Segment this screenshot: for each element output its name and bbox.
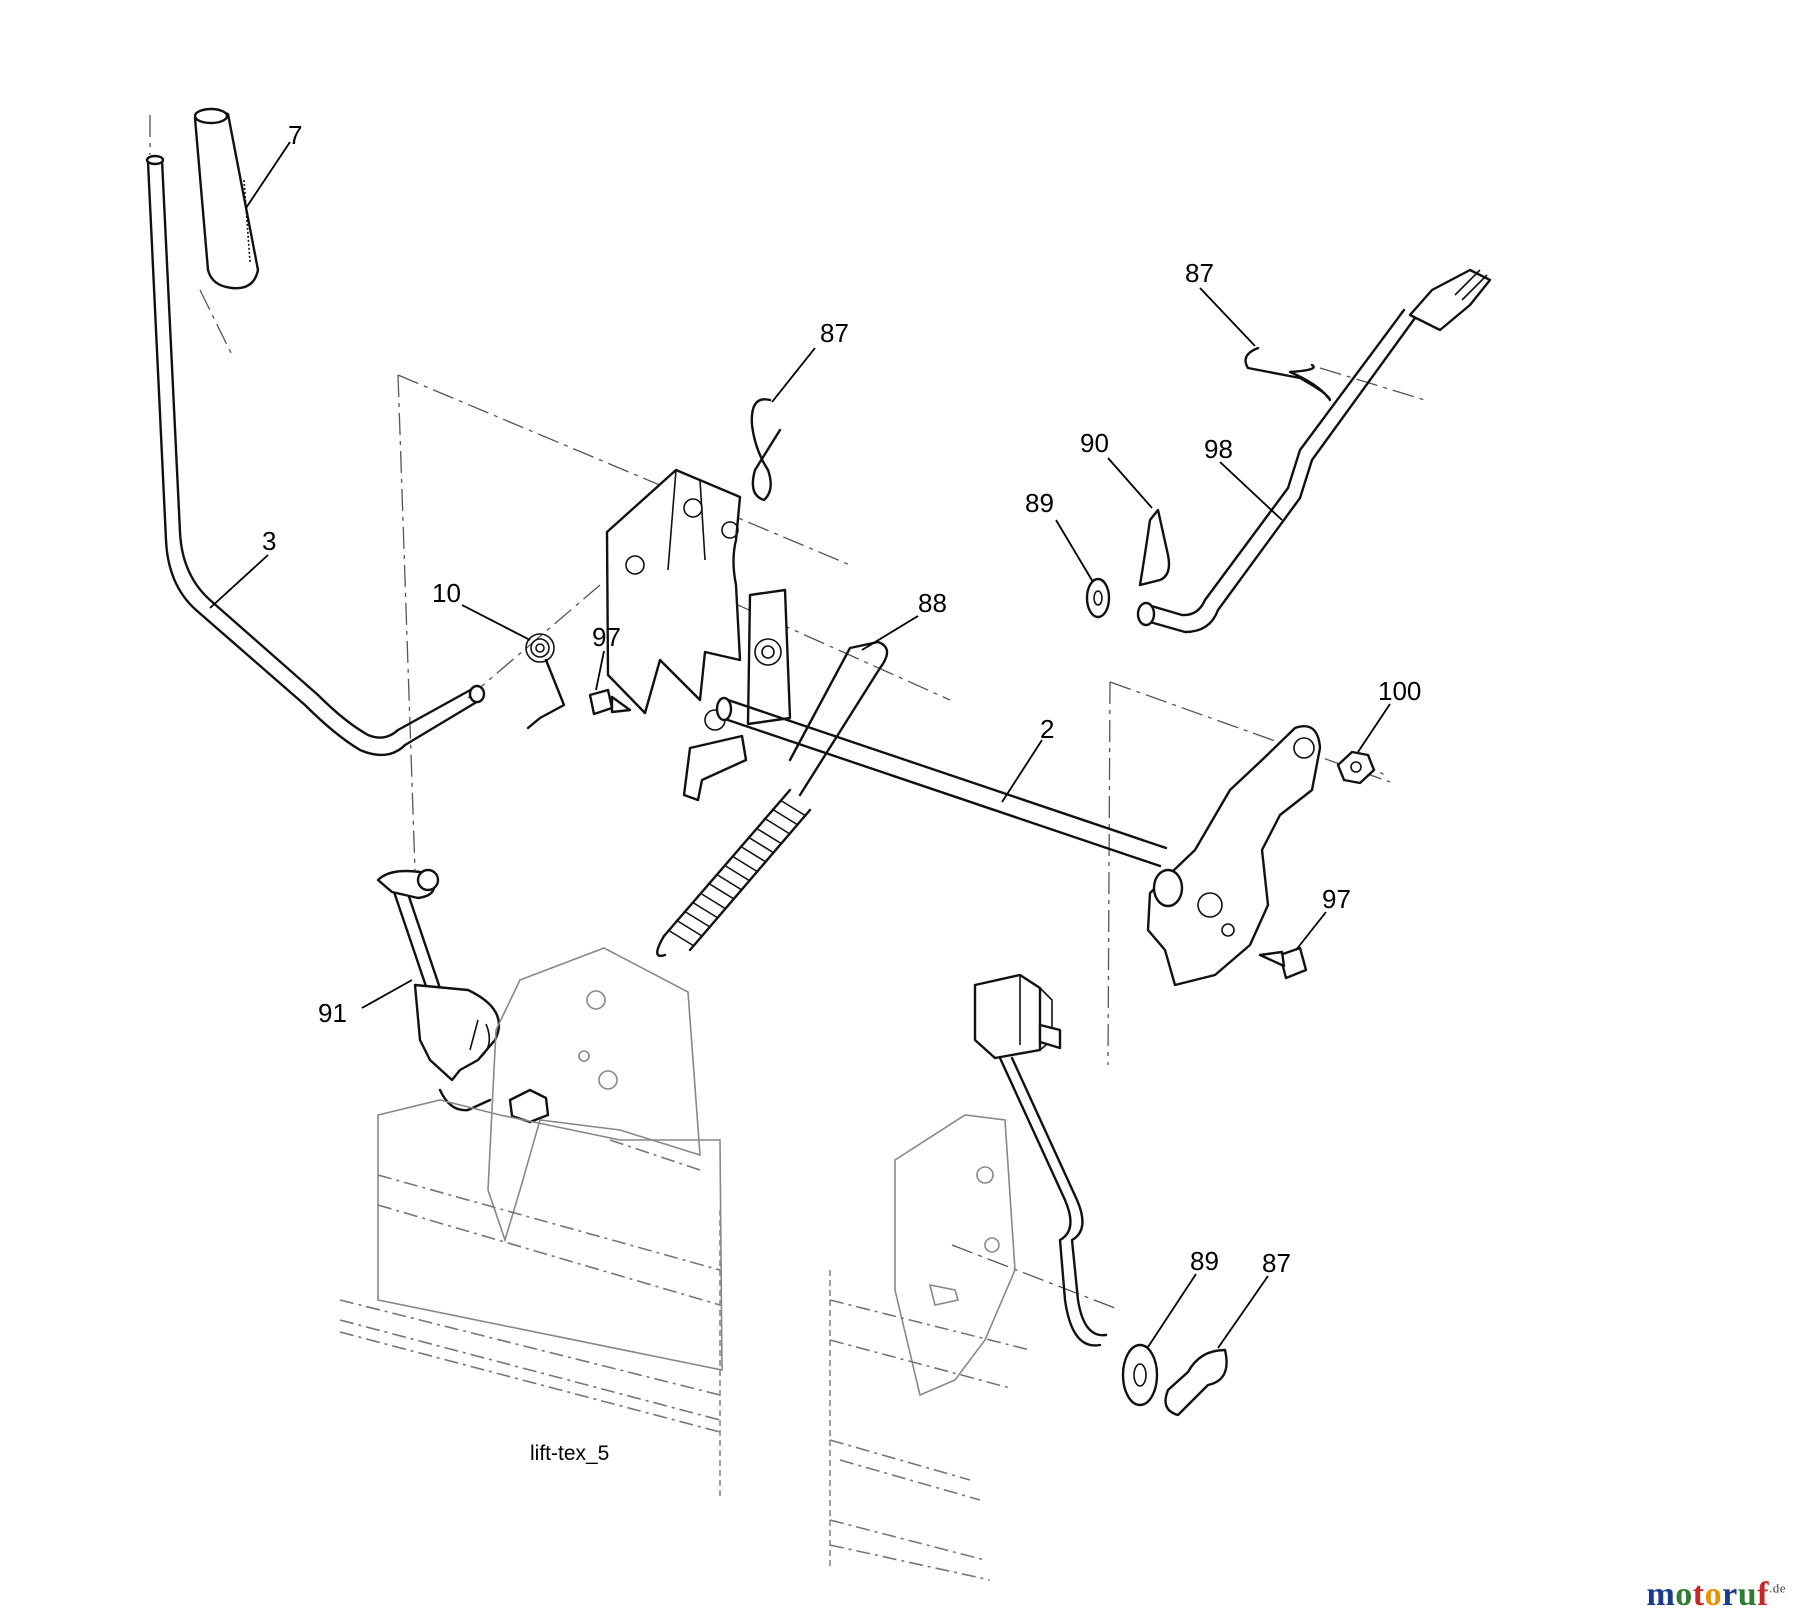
callout-grip: 7 xyxy=(288,120,302,150)
watermark-logo: motoruf.de xyxy=(1646,1576,1786,1614)
nut xyxy=(1336,750,1376,785)
callout-washer-bottom: 89 xyxy=(1190,1246,1219,1276)
cotter-pin xyxy=(1138,508,1171,587)
callout-bolt-right: 97 xyxy=(1322,884,1351,914)
lever-grip xyxy=(193,107,260,290)
watermark-letter: f xyxy=(1757,1576,1769,1613)
callout-torsion: 10 xyxy=(432,578,461,608)
hairpin-top xyxy=(750,398,782,502)
leader-hairpin-top xyxy=(771,347,816,403)
callout-nut: 100 xyxy=(1378,676,1421,706)
leader-washer-bottom xyxy=(1147,1273,1197,1348)
callout-shaft: 2 xyxy=(1040,714,1054,744)
pivot-bracket xyxy=(605,468,792,802)
right-lift-arm xyxy=(1146,725,1322,987)
callout-rod-98: 98 xyxy=(1204,434,1233,464)
watermark-letter: u xyxy=(1737,1576,1758,1613)
leader-lines xyxy=(209,141,1391,1349)
callout-hairpin-bottom: 87 xyxy=(1262,1248,1291,1278)
leader-rod-98 xyxy=(1219,461,1283,521)
watermark-suffix: .de xyxy=(1768,1580,1786,1596)
leader-cotter xyxy=(1107,457,1153,509)
left-deck-bracket xyxy=(413,947,701,1243)
leader-ext-spring xyxy=(861,615,919,651)
bolt-right xyxy=(1258,946,1308,980)
hairpin-right xyxy=(1244,346,1332,402)
leader-bolt-right xyxy=(1295,911,1327,951)
link-rod-91 xyxy=(376,868,448,1012)
watermark-letter: o xyxy=(1675,1576,1693,1613)
leader-grip xyxy=(245,141,291,209)
callout-lever: 3 xyxy=(262,526,276,556)
callout-hairpin-top: 87 xyxy=(820,318,849,348)
hairpin-bottom xyxy=(1164,1348,1228,1417)
extension-spring xyxy=(656,640,889,957)
leader-washer-top xyxy=(1055,519,1094,583)
leader-shaft xyxy=(1001,739,1043,803)
leader-nut xyxy=(1357,703,1391,753)
leader-rod-91 xyxy=(361,979,413,1009)
right-deck-bracket xyxy=(894,973,1108,1397)
deck-outline xyxy=(339,1099,1031,1581)
link-rod-98 xyxy=(1136,268,1492,634)
leader-lever xyxy=(209,554,269,609)
watermark-letter: o xyxy=(1704,1576,1723,1613)
washer-top xyxy=(1085,577,1111,619)
watermark-text: motoruf xyxy=(1646,1576,1769,1613)
callout-cotter: 90 xyxy=(1080,428,1109,458)
watermark-letter: r xyxy=(1722,1576,1738,1613)
lift-shaft xyxy=(715,696,1168,868)
leader-bolt-left xyxy=(595,650,605,691)
callout-washer-top: 89 xyxy=(1025,488,1054,518)
lift-lever xyxy=(145,154,486,757)
leader-hairpin-bottom xyxy=(1217,1275,1269,1349)
callout-ext-spring: 88 xyxy=(918,588,947,618)
callout-rod-91: 91 xyxy=(318,998,347,1028)
leader-torsion xyxy=(461,604,531,641)
washer-bottom xyxy=(1121,1343,1159,1407)
callout-bolt-left: 97 xyxy=(592,622,621,652)
torsion-spring xyxy=(525,633,566,730)
callout-hairpin-right: 87 xyxy=(1185,258,1214,288)
watermark-letter: t xyxy=(1692,1576,1705,1613)
diagram-caption: lift-tex_5 xyxy=(530,1442,609,1465)
bolt-left xyxy=(588,688,632,716)
leader-hairpin-right xyxy=(1199,287,1256,347)
watermark-letter: m xyxy=(1646,1576,1676,1613)
callout-labels: 7 87 87 90 98 89 3 10 97 88 2 100 97 91 … xyxy=(262,120,1421,1278)
